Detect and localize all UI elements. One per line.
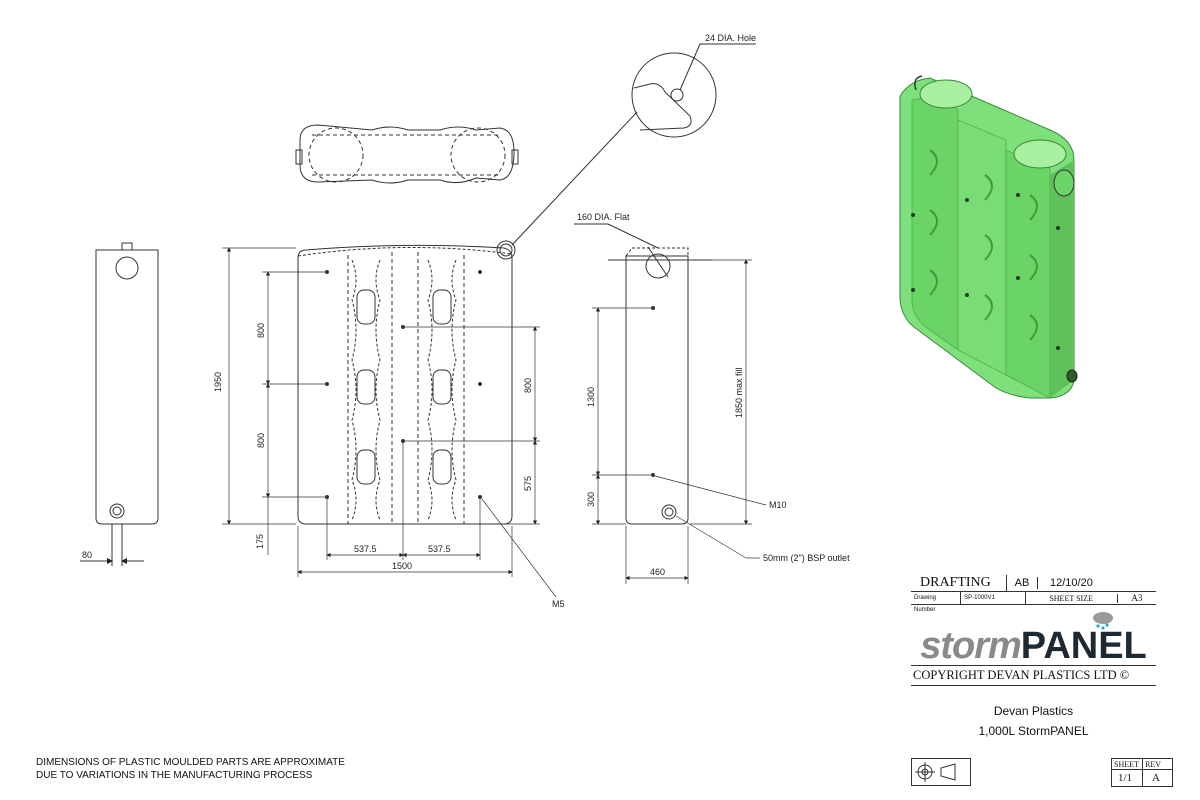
- logo-panel-text: PANEL: [1020, 625, 1147, 667]
- logo-storm-text: storm: [920, 625, 1022, 667]
- drawing-number-row: Drawing Number SP-1000V1 SHEET SIZE A3: [911, 592, 1156, 613]
- product-name: 1,000L StormPANEL: [978, 724, 1089, 738]
- flat-callout: 160 DIA. Flat: [577, 212, 630, 222]
- sheet-rev-block: SHEET REV 1/1 A: [911, 758, 1173, 787]
- drawing-number-label: Drawing Number: [911, 592, 962, 613]
- drafting-label: DRAFTING: [911, 574, 1007, 591]
- end-1300-dim: 1300: [586, 387, 596, 407]
- tank-3d-render: [899, 75, 1078, 399]
- revision: A: [1152, 772, 1160, 784]
- m10-callout: M10: [769, 500, 787, 510]
- front-view: [297, 240, 516, 525]
- right-800-dim: 800: [523, 378, 533, 393]
- projection-symbol-icon: [911, 758, 971, 786]
- detail-view: [511, 43, 756, 246]
- end-view: [574, 223, 712, 525]
- sheet-label: SHEET: [1114, 760, 1139, 769]
- end-300-dim: 300: [586, 492, 596, 507]
- sheet-number: 1/1: [1118, 772, 1133, 784]
- drafting-row: DRAFTING AB 12/10/20: [911, 574, 1156, 592]
- outlet-callout: 50mm (2") BSP outlet: [763, 553, 850, 563]
- end-dimensions: [592, 259, 767, 584]
- sheet-size: A3: [1131, 593, 1143, 603]
- drafting-date: 12/10/20: [1050, 576, 1093, 589]
- front-dimensions: [222, 247, 557, 598]
- hole-callout: 24 DIA. Hole: [705, 33, 756, 43]
- front-175-dim: 175: [255, 534, 265, 549]
- manufacturing-note: DIMENSIONS OF PLASTIC MOULDED PARTS ARE …: [36, 756, 345, 782]
- end-fixing-points: [651, 306, 655, 477]
- end-width-dim: 460: [650, 567, 665, 577]
- right-575-dim: 575: [523, 476, 533, 491]
- sheet-rev-cells: SHEET REV 1/1 A: [1111, 758, 1173, 787]
- title-block: DRAFTING AB 12/10/20 Drawing Number SP-1…: [911, 574, 1156, 738]
- rain-cloud-icon: [1093, 612, 1113, 630]
- note-line-1: DIMENSIONS OF PLASTIC MOULDED PARTS ARE …: [36, 757, 345, 768]
- width-total-dim: 1500: [392, 561, 412, 571]
- side-view: [80, 242, 159, 566]
- height-total-dim: 1950: [213, 372, 223, 392]
- drawing-number: SP-1000V1: [961, 592, 1026, 604]
- note-line-2: DUE TO VARIATIONS IN THE MANUFACTURING P…: [36, 770, 313, 781]
- front-fixing-points: [325, 270, 482, 499]
- top-view: [295, 124, 519, 184]
- max-fill-dim: 1850 max fill: [734, 367, 744, 418]
- front-800-top-dim: 800: [256, 323, 266, 338]
- drafting-initials: AB: [1007, 576, 1038, 589]
- m5-callout: M5: [552, 599, 565, 609]
- front-800-bottom-dim: 800: [256, 433, 266, 448]
- stormpanel-logo: stormPANEL: [911, 605, 1156, 667]
- copyright: COPYRIGHT DEVAN PLASTICS LTD ©: [911, 665, 1156, 686]
- company-name: Devan Plastics: [993, 704, 1074, 718]
- rev-label: REV: [1145, 760, 1161, 769]
- side-width-dim: 80: [82, 550, 92, 560]
- sheet-size-label: SHEET SIZE: [1026, 593, 1118, 603]
- span-right-dim: 537.5: [428, 544, 451, 554]
- span-left-dim: 537.5: [354, 544, 377, 554]
